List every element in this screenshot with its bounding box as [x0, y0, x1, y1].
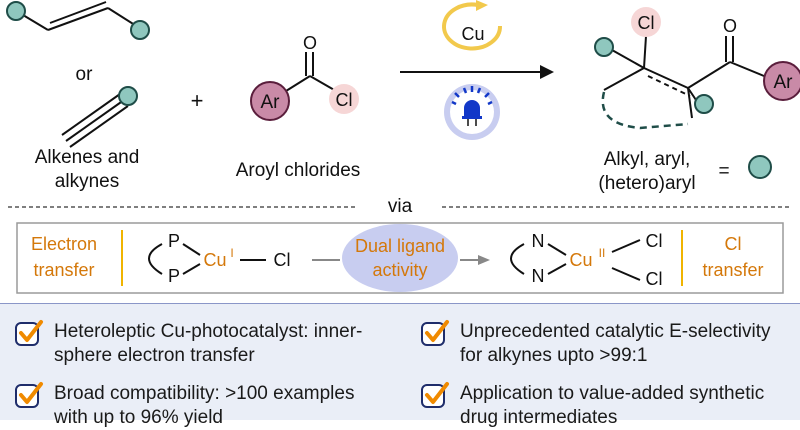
p-cu-bond [182, 243, 201, 256]
led-icon [451, 86, 493, 126]
ring-dashed-arc [601, 91, 689, 130]
highlight-item: Unprecedented catalytic E-selectivity for… [420, 320, 770, 368]
highlight-item: Application to value-added synthetic drug… [420, 382, 764, 430]
cu-i-cl-label: Cl [274, 250, 291, 270]
cu-i-label: Cu [203, 250, 226, 270]
highlight-item: Broad compatibility: >100 examples with u… [14, 382, 354, 430]
highlight-text: Broad compatibility: >100 examples [54, 383, 355, 404]
highlight-text: drug intermediates [460, 407, 618, 428]
reaction-arrow-head [540, 65, 554, 79]
cl-label: Cl [336, 90, 353, 110]
cu-cl-top-bond [611, 239, 641, 253]
substituent-circle [6, 1, 26, 21]
n-cu-bond [547, 263, 567, 275]
highlight-item: Heteroleptic Cu-photocatalyst: inner-sph… [14, 320, 362, 368]
product-cl-circle [631, 7, 661, 37]
dual-ligand-ellipse [342, 224, 458, 292]
p-top-label: P [168, 231, 180, 251]
substituent-legend-circle [748, 155, 772, 179]
highlight-text: with up to 96% yield [54, 407, 223, 428]
highlight-text: sphere electron transfer [54, 345, 255, 366]
nitrogen-ligand-arc [510, 243, 525, 275]
substituent-circle [118, 86, 138, 106]
p-cu-bond [182, 263, 201, 275]
substituent-legend-line1: Alkyl, aryl, [604, 149, 691, 170]
cu-i-oxidation: I [230, 246, 233, 260]
p-bottom-label: P [168, 266, 180, 286]
cl-transfer-label: Cl [725, 234, 742, 254]
mechanism-panel: Electron transfer P P Cu I Cl Dual ligan… [16, 222, 784, 294]
phosphine-ligand-arc [148, 243, 163, 275]
product-dashed-bond [647, 75, 691, 97]
n-bottom-label: N [532, 266, 545, 286]
highlight-text: for alkynes upto >99:1 [460, 345, 648, 366]
electron-transfer-label-2: transfer [33, 260, 94, 280]
product-oxygen-label: O [723, 16, 737, 36]
substituent-legend-line2: (hetero)aryl [598, 173, 695, 194]
product-ar-label: Ar [774, 72, 794, 93]
cu-ii-oxidation: II [599, 246, 606, 260]
highlights-panel: Heteroleptic Cu-photocatalyst: inner-sph… [0, 303, 800, 428]
cu-cl-bottom-bond [611, 267, 641, 281]
product-structure [603, 35, 765, 119]
substituent-circle [594, 37, 614, 57]
catalyst-ring [442, 2, 503, 51]
dual-ligand-label-2: activity [372, 260, 427, 280]
alkyne-structure [61, 93, 129, 148]
cu-ii-cl-top-label: Cl [646, 231, 663, 251]
substituent-circle [694, 94, 714, 114]
n-cu-bond [547, 243, 567, 256]
product-ar-circle [763, 61, 800, 101]
alkenes-label-2: alkynes [55, 171, 119, 192]
alkene-structure [17, 1, 139, 31]
checkmark-icon [421, 382, 449, 408]
product-cl-label: Cl [638, 13, 655, 33]
checkmark-icon [15, 320, 43, 346]
checkmark-icon [421, 320, 449, 346]
via-label: via [388, 196, 413, 217]
oxygen-label: O [303, 33, 317, 53]
substituent-circle [130, 20, 150, 40]
checkmark-icon [15, 382, 43, 408]
plus-sign: + [191, 88, 204, 113]
aroyl-chlorides-label: Aroyl chlorides [236, 160, 361, 181]
electron-transfer-label: Electron [31, 234, 97, 254]
cu-ii-cl-bottom-label: Cl [646, 269, 663, 289]
reaction-scheme: or Alkenes and alkynes + Ar O Cl Aroyl c… [6, 0, 800, 217]
catalyst-ring-arrow [476, 0, 488, 11]
ar-label: Ar [261, 92, 281, 113]
equals-sign: = [718, 161, 729, 182]
n-top-label: N [532, 231, 545, 251]
cl-transfer-label-2: transfer [702, 260, 763, 280]
aroyl-chloride-structure [285, 52, 337, 92]
dual-arrow-head [478, 255, 490, 265]
cu-ii-label: Cu [569, 250, 592, 270]
or-text: or [76, 64, 94, 85]
highlight-text: Unprecedented catalytic E-selectivity [460, 321, 771, 342]
dual-ligand-label: Dual ligand [355, 236, 445, 256]
cl-circle [329, 84, 359, 114]
ar-circle [250, 81, 290, 121]
catalyst-label: Cu [461, 24, 484, 44]
highlight-text: Application to value-added synthetic [460, 383, 765, 404]
highlight-text: Heteroleptic Cu-photocatalyst: inner- [54, 321, 363, 342]
alkenes-label: Alkenes and [35, 147, 140, 168]
